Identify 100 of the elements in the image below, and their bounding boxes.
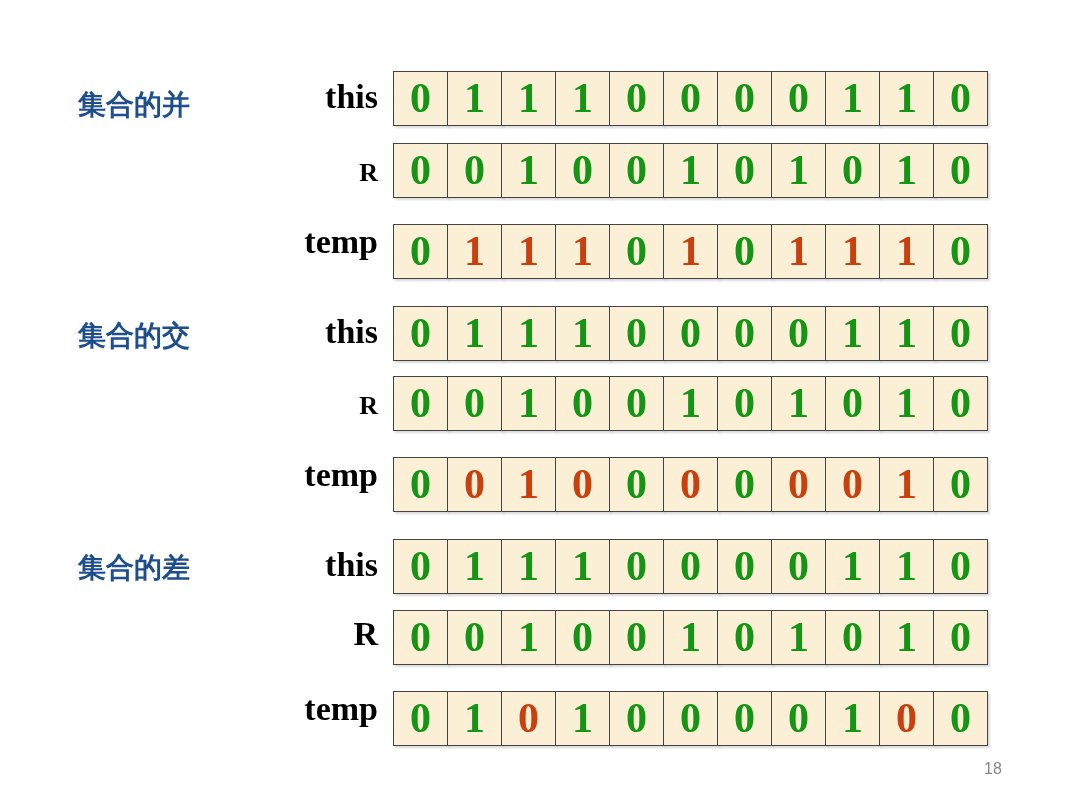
digit-cell: 0 bbox=[663, 691, 718, 746]
digit-cell: 0 bbox=[555, 376, 610, 431]
digit-cell: 1 bbox=[825, 306, 880, 361]
digit-cell: 0 bbox=[825, 610, 880, 665]
digit-cell: 0 bbox=[933, 306, 988, 361]
digit-cell: 1 bbox=[501, 224, 556, 279]
digit-cell: 0 bbox=[717, 457, 772, 512]
digit-cell: 0 bbox=[609, 610, 664, 665]
digit-cell: 1 bbox=[825, 691, 880, 746]
digit-cell: 1 bbox=[879, 539, 934, 594]
digit-cell: 1 bbox=[447, 691, 502, 746]
digit-cell: 0 bbox=[771, 71, 826, 126]
digit-cell: 0 bbox=[717, 71, 772, 126]
row-label: R bbox=[353, 614, 378, 654]
row-label: R bbox=[359, 390, 378, 422]
digit-cell: 1 bbox=[447, 224, 502, 279]
digit-cell: 0 bbox=[933, 457, 988, 512]
row-label: temp bbox=[304, 455, 378, 495]
digit-cell: 1 bbox=[501, 71, 556, 126]
row-label: this bbox=[325, 77, 378, 117]
digit-cell: 1 bbox=[771, 610, 826, 665]
digit-cell: 0 bbox=[609, 457, 664, 512]
digit-cell: 1 bbox=[501, 143, 556, 198]
digit-cell: 1 bbox=[447, 539, 502, 594]
digit-cell: 0 bbox=[771, 457, 826, 512]
digit-cell: 1 bbox=[663, 610, 718, 665]
digit-cell: 0 bbox=[663, 539, 718, 594]
digit-cell: 0 bbox=[717, 306, 772, 361]
digit-cell: 0 bbox=[393, 71, 448, 126]
digit-cell: 1 bbox=[501, 306, 556, 361]
digit-cell: 0 bbox=[393, 539, 448, 594]
digit-cell: 0 bbox=[447, 143, 502, 198]
digit-cell: 0 bbox=[609, 376, 664, 431]
digit-cell: 0 bbox=[933, 224, 988, 279]
digit-cell: 0 bbox=[933, 376, 988, 431]
digit-cell: 0 bbox=[663, 457, 718, 512]
digit-cell: 0 bbox=[555, 457, 610, 512]
digit-cell: 0 bbox=[609, 691, 664, 746]
digit-cell: 0 bbox=[717, 376, 772, 431]
digit-cell: 0 bbox=[825, 376, 880, 431]
digit-cell: 1 bbox=[501, 539, 556, 594]
digit-cell: 1 bbox=[555, 71, 610, 126]
digit-cell: 0 bbox=[555, 610, 610, 665]
digit-cell: 0 bbox=[393, 224, 448, 279]
digit-cell: 0 bbox=[393, 610, 448, 665]
section-heading: 集合的交 bbox=[78, 318, 190, 354]
digit-cell: 0 bbox=[717, 691, 772, 746]
digit-cell: 0 bbox=[933, 610, 988, 665]
row-label: temp bbox=[304, 222, 378, 262]
digit-cell: 1 bbox=[771, 376, 826, 431]
digit-cell: 1 bbox=[447, 306, 502, 361]
row-label: temp bbox=[304, 689, 378, 729]
digit-cell: 0 bbox=[933, 691, 988, 746]
digit-cell: 0 bbox=[501, 691, 556, 746]
digit-cell: 1 bbox=[879, 610, 934, 665]
digit-cell: 0 bbox=[393, 457, 448, 512]
row-label: this bbox=[325, 545, 378, 585]
digit-cell: 0 bbox=[609, 306, 664, 361]
digit-cell: 0 bbox=[393, 376, 448, 431]
digit-cell: 0 bbox=[933, 539, 988, 594]
digit-cell: 1 bbox=[825, 71, 880, 126]
digit-cell: 1 bbox=[879, 457, 934, 512]
digit-cell: 1 bbox=[501, 457, 556, 512]
digit-cell: 0 bbox=[663, 306, 718, 361]
digit-cell: 0 bbox=[393, 691, 448, 746]
digit-cell: 1 bbox=[879, 71, 934, 126]
digit-cell: 0 bbox=[825, 457, 880, 512]
row-label: R bbox=[359, 157, 378, 189]
digit-cell: 0 bbox=[771, 691, 826, 746]
digit-cell: 0 bbox=[663, 71, 718, 126]
section-heading: 集合的差 bbox=[78, 550, 190, 586]
digit-cell: 0 bbox=[717, 224, 772, 279]
section-heading: 集合的并 bbox=[78, 87, 190, 123]
digit-cell: 1 bbox=[555, 306, 610, 361]
digit-cell: 1 bbox=[879, 306, 934, 361]
row-label: this bbox=[325, 312, 378, 352]
digit-cell: 1 bbox=[825, 224, 880, 279]
digit-cell: 0 bbox=[609, 224, 664, 279]
digit-cell: 0 bbox=[555, 143, 610, 198]
digit-cell: 0 bbox=[771, 306, 826, 361]
page-number: 18 bbox=[984, 760, 1002, 778]
digit-cell: 0 bbox=[717, 610, 772, 665]
digit-cell: 0 bbox=[933, 143, 988, 198]
digit-cell: 0 bbox=[717, 143, 772, 198]
digit-cell: 0 bbox=[879, 691, 934, 746]
digit-cell: 1 bbox=[879, 376, 934, 431]
digit-cell: 1 bbox=[663, 143, 718, 198]
digit-cell: 1 bbox=[555, 224, 610, 279]
digit-cell: 0 bbox=[609, 539, 664, 594]
digit-cell: 1 bbox=[771, 143, 826, 198]
digit-cell: 0 bbox=[771, 539, 826, 594]
digit-cell: 0 bbox=[825, 143, 880, 198]
digit-cell: 1 bbox=[771, 224, 826, 279]
digit-cell: 1 bbox=[879, 143, 934, 198]
digit-cell: 1 bbox=[879, 224, 934, 279]
digit-cell: 0 bbox=[933, 71, 988, 126]
digit-cell: 0 bbox=[609, 71, 664, 126]
digit-cell: 1 bbox=[555, 691, 610, 746]
digit-cell: 1 bbox=[663, 224, 718, 279]
digit-cell: 0 bbox=[447, 376, 502, 431]
